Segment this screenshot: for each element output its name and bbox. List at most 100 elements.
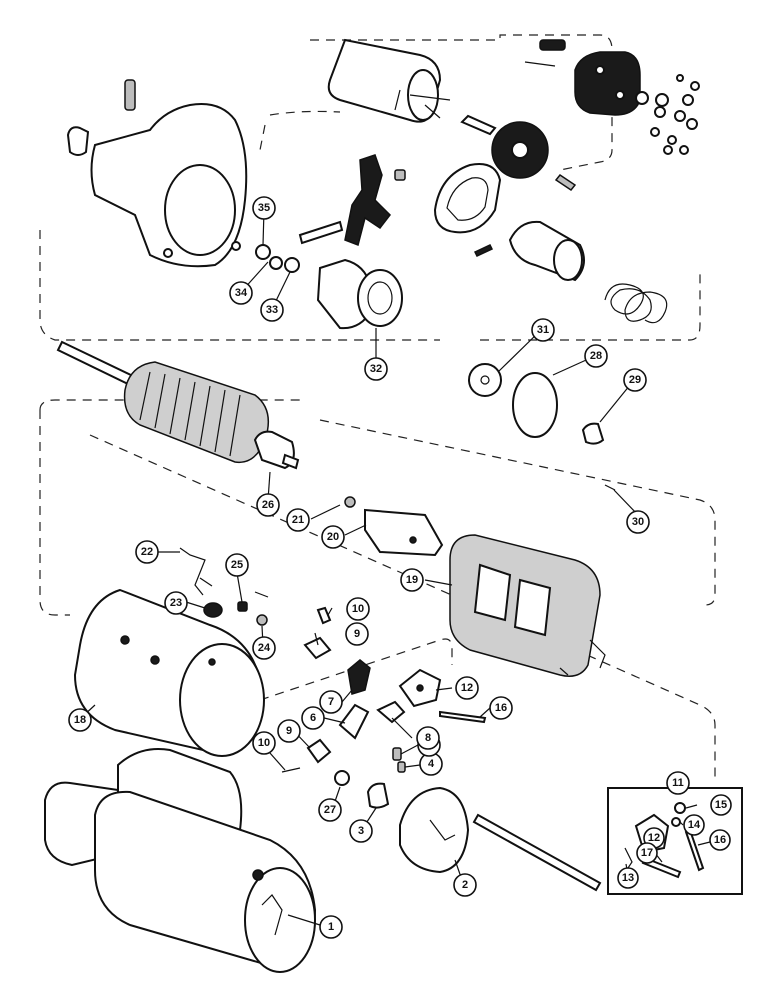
callout-label: 35	[258, 202, 270, 214]
plunger-spring	[554, 173, 577, 192]
plug-23	[203, 602, 223, 618]
armature-assembly	[56, 340, 616, 491]
callout-label: 23	[170, 597, 182, 609]
callout-label: 25	[231, 559, 243, 571]
callout-label: 18	[74, 714, 86, 726]
callout: 29	[623, 368, 647, 392]
pin-4	[397, 761, 406, 773]
callout: 25	[225, 553, 249, 577]
washer-33	[284, 257, 300, 273]
callout: 7	[319, 690, 343, 714]
callout-label: 19	[406, 574, 418, 586]
drive-sleeve-end	[553, 239, 583, 281]
callout: 18	[68, 708, 92, 732]
callout: 24	[252, 636, 276, 660]
callout: 23	[164, 591, 188, 615]
callout: 11	[666, 771, 690, 795]
callout: 34	[229, 281, 253, 305]
insulator-9	[306, 738, 332, 764]
assembled-end-detail	[261, 894, 283, 936]
end-frame-2	[399, 786, 470, 874]
callout-label: 15	[715, 799, 727, 811]
return-spring	[604, 283, 668, 324]
field-coil-assembly	[344, 496, 606, 677]
callout-label: 12	[648, 832, 660, 844]
brush-plate-hole	[416, 684, 424, 692]
callout-label: 10	[352, 603, 364, 615]
callout-label: 20	[327, 531, 339, 543]
callout: 16	[709, 829, 731, 851]
armature-shaft	[56, 340, 137, 387]
screw-16	[439, 710, 487, 724]
callout-label: 13	[622, 872, 634, 884]
assembled-terminal	[252, 869, 264, 881]
brush-holder-6	[338, 703, 370, 740]
brush-7	[347, 659, 371, 695]
solenoid-screw	[539, 39, 566, 51]
callout: 26	[256, 493, 280, 517]
callout-label: 9	[286, 725, 292, 737]
frame-hole-2	[150, 655, 160, 665]
callout: 35	[252, 196, 276, 220]
lever-nut	[394, 169, 406, 181]
callout-label: 12	[461, 682, 473, 694]
callout-label: 34	[235, 287, 248, 299]
callout: 16	[489, 696, 513, 720]
screw-10	[281, 767, 301, 773]
callout: 32	[364, 357, 388, 381]
bushing	[66, 126, 90, 156]
screw-25-extra	[254, 591, 269, 598]
callout-label: 31	[537, 324, 549, 336]
washer-27	[334, 770, 350, 786]
brush-spring-8	[376, 700, 406, 724]
solenoid-assembly	[327, 38, 700, 324]
lever-bolt	[298, 220, 344, 245]
insulator-9-top	[303, 636, 332, 660]
field-coil-leads	[559, 639, 606, 676]
callout: 14	[683, 814, 705, 836]
washer-34	[269, 256, 283, 270]
frame-18-end	[179, 643, 265, 757]
solenoid-bolt	[524, 61, 556, 67]
callout-label: 22	[141, 546, 153, 558]
through-bolt	[472, 813, 602, 892]
callout-label: 17	[641, 847, 653, 859]
callout: 28	[584, 344, 608, 368]
callout-label: 29	[629, 374, 641, 386]
callout-label: 21	[292, 514, 304, 526]
inset-nut-15	[674, 802, 686, 814]
washer-35	[255, 244, 271, 260]
callout-label: 16	[714, 834, 726, 846]
callout: 31	[531, 318, 555, 342]
nut-25	[237, 601, 248, 612]
bushing-29	[581, 422, 605, 445]
dashed-group-outlines	[39, 34, 716, 780]
cover-hole-2	[615, 90, 625, 100]
assembled-starter-1	[44, 748, 317, 973]
callout: 13	[617, 867, 639, 889]
callout: 6	[301, 706, 325, 730]
armature-group-outline	[39, 399, 716, 616]
drive-housing-group-outline	[39, 110, 701, 341]
insulator-24	[256, 614, 268, 626]
housing-screw	[124, 79, 136, 111]
inset-clip-13	[624, 847, 633, 869]
end-frame-2-lug	[429, 819, 456, 841]
assembled-end-frame	[244, 867, 316, 973]
frame-assembly	[73, 547, 269, 757]
housing-bolt-hole-2	[231, 241, 241, 251]
callout: 12	[455, 676, 479, 700]
inset-washer-14	[671, 817, 681, 827]
callout-label: 28	[590, 350, 602, 362]
screw-30	[604, 484, 616, 491]
boot-seal-inner	[446, 177, 489, 221]
drive-housing-bore	[164, 164, 236, 256]
callout-label: 24	[258, 642, 271, 654]
callout-label: 8	[425, 732, 431, 744]
pinion-collar	[357, 269, 403, 327]
plunger-disc-hub	[511, 141, 529, 159]
callout: 19	[400, 568, 424, 592]
callout-label: 11	[672, 777, 684, 789]
callout: 17	[636, 842, 658, 864]
